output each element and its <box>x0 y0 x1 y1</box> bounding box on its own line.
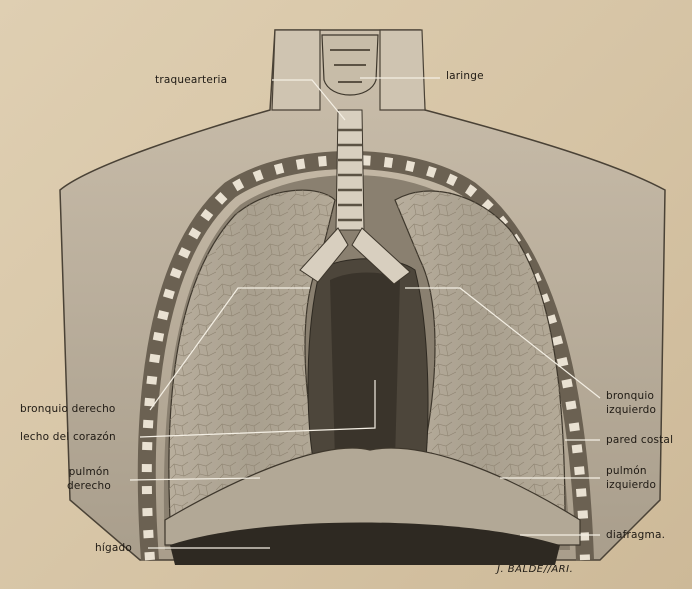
label-lecho-corazon: lecho del corazón <box>20 431 116 443</box>
label-diafragma: diafragma. <box>606 529 665 541</box>
label-higado: hígado <box>95 542 132 554</box>
label-bronquio-izquierdo-1: bronquio <box>606 390 654 402</box>
trachea <box>336 110 364 230</box>
artist-signature: J. BALDE//ARI. <box>497 564 573 575</box>
label-laringe: laringe <box>446 70 484 82</box>
label-pulmon-izquierdo-2: izquierdo <box>606 479 656 491</box>
label-bronquio-izquierdo-2: izquierdo <box>606 404 656 416</box>
label-pulmon-derecho-1: pulmón <box>62 466 116 478</box>
label-pulmon-derecho-2: derecho <box>62 480 116 492</box>
label-pulmon-izquierdo-1: pulmón <box>606 465 647 477</box>
label-traquearteria: traquearteria <box>155 74 227 86</box>
label-bronquio-derecho: bronquio derecho <box>20 403 116 415</box>
label-pared-costal: pared costal <box>606 434 673 446</box>
